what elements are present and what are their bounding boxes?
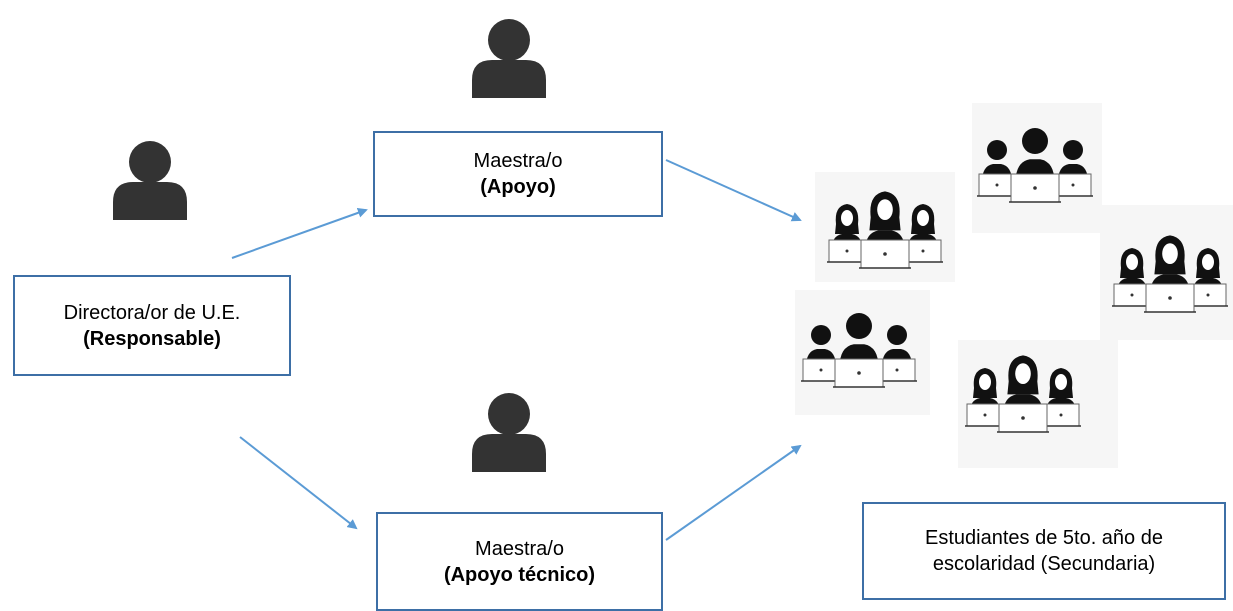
support-teacher-person-icon [472,19,546,98]
student-group-icon [1100,205,1233,340]
student-group-icon [958,340,1118,468]
student-group-icon [795,290,930,415]
students-line2: escolaridad (Secundaria) [932,553,1156,575]
student-group-icon [972,103,1102,233]
director-person-icon [113,141,187,220]
arrow-director-to-support [231,207,368,259]
support-teacher-title: Maestra/o [473,150,563,172]
director-role: (Responsable) [83,327,221,350]
tech-teacher-box: Maestra/o (Apoyo técnico) [376,512,663,611]
support-teacher-box: Maestra/o (Apoyo) [373,131,663,217]
students-line1: Estudiantes de 5to. año de [925,527,1163,549]
tech-teacher-title: Maestra/o [475,537,564,560]
tech-teacher-role: (Apoyo técnico) [443,563,596,586]
arrow-director-to-tech [239,436,358,530]
student-group-icon [815,172,955,282]
director-title: Directora/or de U.E. [63,301,241,324]
students-box: Estudiantes de 5to. año de escolaridad (… [862,502,1226,600]
arrow-tech-to-students [665,444,802,541]
arrow-support-to-students [665,159,802,222]
support-teacher-role: (Apoyo) [480,176,556,198]
tech-teacher-person-icon [472,393,546,472]
director-box: Directora/or de U.E. (Responsable) [13,275,291,376]
